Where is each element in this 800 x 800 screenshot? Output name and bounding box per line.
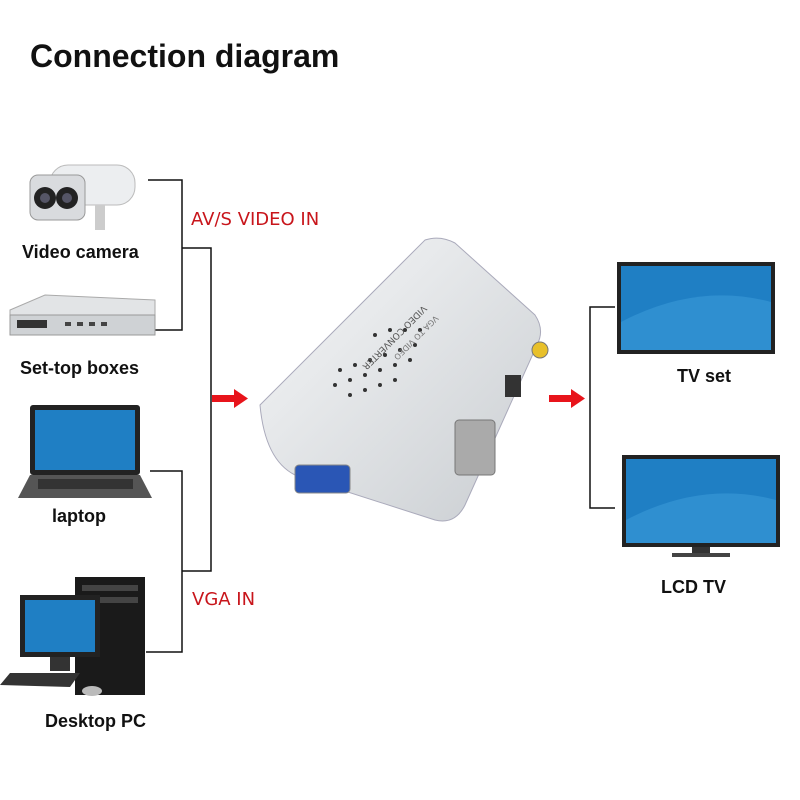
vga-video-converter-device: VIDEO CONVERTER VGA TO VIDEO — [259, 237, 549, 522]
vga-port-icon — [294, 464, 351, 494]
vga-out-port-icon — [454, 419, 496, 476]
device-label-laptop: laptop — [52, 506, 106, 526]
device-label-desktop-pc: Desktop PC — [45, 711, 147, 731]
desktop-pc-icon — [0, 577, 145, 696]
laptop-icon — [18, 405, 152, 498]
arrow-to-displays — [549, 389, 585, 408]
set-top-box-icon — [9, 294, 156, 336]
s-video-port-icon — [505, 375, 521, 397]
lcd-tv-icon — [622, 455, 780, 557]
device-label-tv-set: TV set — [677, 366, 732, 386]
security-camera-icon — [29, 164, 136, 230]
device-label-lcd-tv: LCD TV — [661, 577, 726, 597]
av-video-in-label: AV/S VIDEO IN — [191, 209, 320, 230]
page-title: Connection diagram — [30, 38, 340, 74]
device-label-video-camera: Video camera — [22, 242, 139, 262]
av-port-icon — [531, 341, 549, 359]
tv-icon — [617, 262, 775, 354]
vga-in-label: VGA IN — [192, 589, 256, 610]
arrow-to-converter — [212, 389, 248, 408]
device-label-set-top-boxes: Set-top boxes — [20, 358, 140, 378]
